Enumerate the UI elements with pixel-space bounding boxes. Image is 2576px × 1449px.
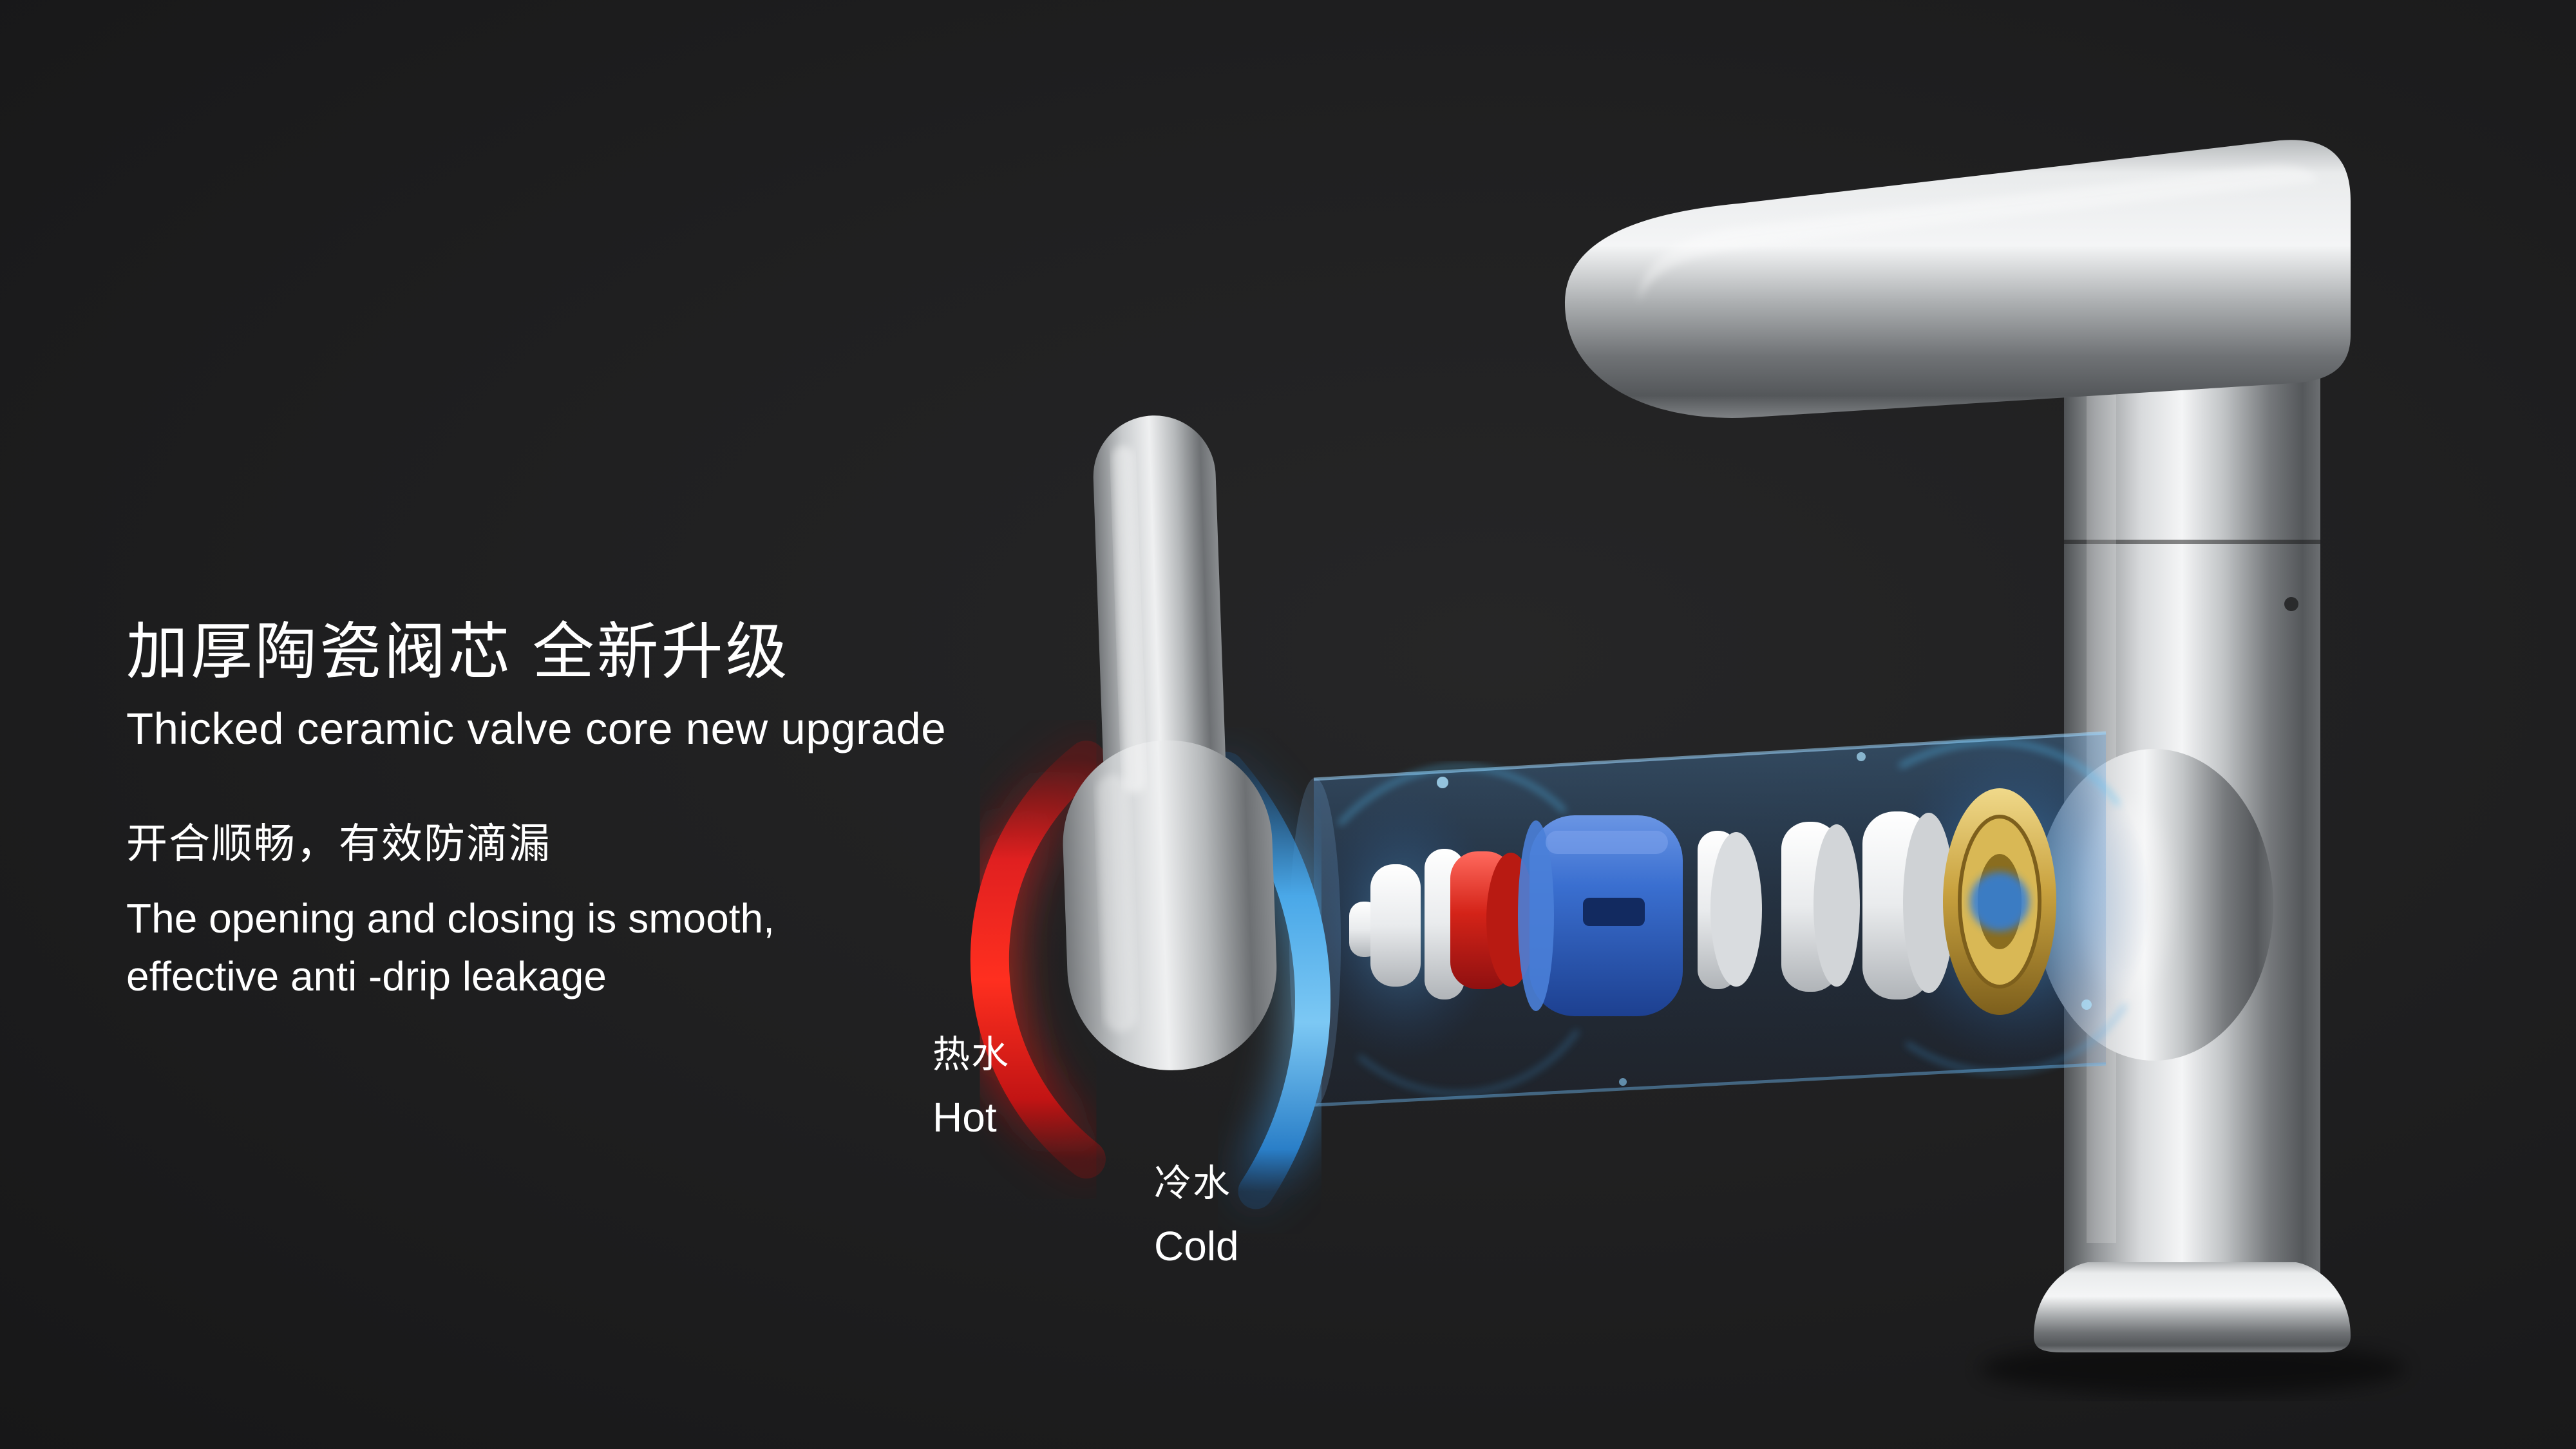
feature-english-line1: The opening and closing is smooth, (126, 895, 775, 942)
body-seam-line (2064, 540, 2320, 544)
part-brass-core (1943, 788, 2056, 1015)
hot-label-english: Hot (933, 1094, 997, 1141)
headline-block: 加厚陶瓷阀芯 全新升级 Thicked ceramic valve core n… (126, 618, 946, 1006)
faucet-spout (1564, 140, 2351, 418)
spout-highlight (1639, 166, 2318, 303)
cold-label-chinese: 冷水 (1154, 1162, 1232, 1204)
faucet-base (2034, 1262, 2351, 1352)
feature-chinese: 开合顺畅，有效防滴漏 (126, 820, 551, 867)
hot-arc (959, 729, 1117, 1190)
feature-english-line2: effective anti -drip leakage (126, 953, 607, 1000)
body-pin-dot (2284, 597, 2298, 611)
part-white-connector (1349, 864, 1421, 987)
part-white-disc-2 (1781, 822, 1860, 992)
part-blue-cartridge (1518, 815, 1683, 1016)
cold-label-english: Cold (1154, 1223, 1239, 1269)
brass-core-glow (1970, 872, 2029, 931)
hot-label-chinese: 热水 (933, 1034, 1010, 1075)
part-white-disc-3 (1862, 811, 1955, 999)
title-chinese: 加厚陶瓷阀芯 全新升级 (126, 618, 790, 687)
faucet-handle (1063, 415, 1277, 1070)
title-english: Thicked ceramic valve core new upgrade (126, 703, 947, 753)
part-white-disc-1 (1698, 831, 1762, 989)
hot-water-label: 热水 Hot (933, 1024, 1010, 1141)
handle-highlight (1112, 445, 1146, 793)
valve-parts (1349, 788, 2056, 1016)
faucet-shadow (1980, 1341, 2405, 1396)
feature-english: The opening and closing is smooth, effec… (126, 889, 946, 1007)
cold-water-label: 冷水 Cold (1154, 1153, 1239, 1270)
